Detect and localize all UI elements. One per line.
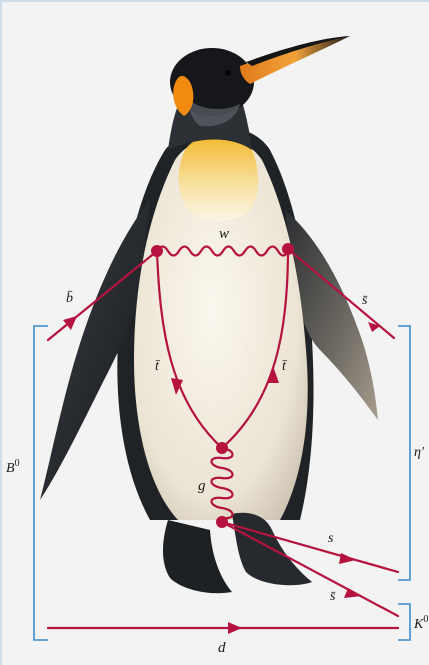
penguin-left-foot bbox=[163, 520, 232, 593]
label-k0-base: K bbox=[413, 617, 424, 632]
vertex-gluon-top bbox=[216, 442, 228, 454]
label-k0-sup: 0 bbox=[423, 614, 428, 625]
label-b0: B0 bbox=[6, 458, 20, 476]
label-b0-sup: 0 bbox=[15, 458, 20, 469]
label-s-bar-top: s̄ bbox=[362, 293, 368, 308]
label-k0: K0 bbox=[413, 614, 428, 632]
k0-bracket bbox=[398, 604, 410, 640]
label-g: g bbox=[198, 478, 206, 494]
vertex-right bbox=[282, 243, 294, 255]
label-b-bar: b̄ bbox=[66, 290, 73, 306]
label-d: d bbox=[218, 640, 226, 656]
label-eta-prime: η′ bbox=[414, 445, 425, 460]
vertex-left bbox=[151, 245, 163, 257]
label-s-bar-bottom: s̄ bbox=[330, 589, 336, 604]
label-s: s bbox=[328, 531, 334, 546]
d-arrow bbox=[228, 622, 242, 634]
eta-prime-bracket bbox=[398, 326, 410, 580]
vertex-gluon-bottom bbox=[216, 516, 228, 528]
b-bar-arrow bbox=[63, 316, 77, 330]
label-w: w bbox=[219, 226, 229, 242]
penguin-photo bbox=[40, 36, 378, 593]
penguin-eye bbox=[225, 70, 231, 76]
